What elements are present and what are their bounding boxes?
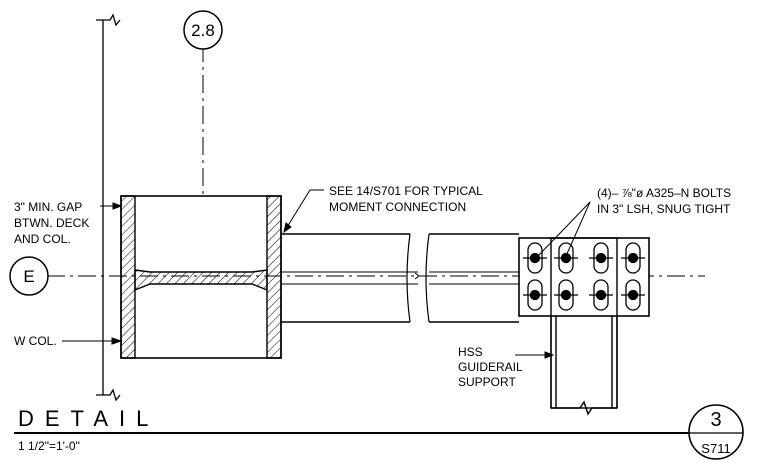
svg-text:3" MIN. GAP: 3" MIN. GAP (14, 200, 82, 214)
bolt-slot (589, 279, 613, 311)
svg-text:AND COL.: AND COL. (14, 232, 71, 246)
bolt-slot (621, 279, 645, 311)
w-column-section (120, 195, 282, 359)
bolt-slot (523, 279, 547, 311)
moment-connection-note: SEE 14/S701 FOR TYPICAL MOMENT CONNECTIO… (329, 184, 483, 214)
svg-text:MOMENT CONNECTION: MOMENT CONNECTION (329, 200, 466, 214)
bolt-slot (589, 242, 613, 274)
bolt-slot (621, 242, 645, 274)
svg-text:HSS: HSS (458, 345, 483, 359)
beam (281, 233, 519, 323)
bolt-group (523, 242, 645, 311)
svg-text:IN 3" LSH, SNUG TIGHT: IN 3" LSH, SNUG TIGHT (597, 202, 731, 216)
bolt-slot (554, 242, 578, 274)
detail-callout-bubble (688, 404, 744, 460)
grid-bubble-2-8 (183, 10, 223, 50)
w-column-label: W COL. (14, 334, 57, 348)
detail-scale: 1 1/2"=1'-0" (18, 439, 80, 453)
hss-guiderail-support (550, 316, 618, 416)
svg-text:(4)– ⅞"ø A325–N BOLTS: (4)– ⅞"ø A325–N BOLTS (597, 186, 731, 200)
svg-text:SUPPORT: SUPPORT (458, 375, 516, 389)
grid-bubble-e-label: E (23, 267, 34, 286)
grid-bubble-e (9, 256, 49, 296)
grid-bubble-2-8-label: 2.8 (191, 21, 215, 40)
bolt-slot (554, 279, 578, 311)
svg-text:SEE 14/S701 FOR TYPICAL: SEE 14/S701 FOR TYPICAL (329, 184, 483, 198)
leader-lines (62, 189, 591, 359)
title-block: DETAIL 1 1/2"=1'-0" 3 S711 (14, 404, 744, 460)
hss-note: HSS GUIDERAIL SUPPORT (458, 345, 523, 389)
svg-text:BTWN. DECK: BTWN. DECK (14, 216, 89, 230)
detail-sheet: S711 (701, 441, 730, 456)
svg-text:GUIDERAIL: GUIDERAIL (458, 360, 523, 374)
grid-line-2-8: 2.8 (183, 10, 223, 195)
detail-number: 3 (710, 409, 721, 431)
bolt-note: (4)– ⅞"ø A325–N BOLTS IN 3" LSH, SNUG TI… (597, 186, 731, 216)
left-extent-line (96, 13, 121, 402)
gap-note: 3" MIN. GAP BTWN. DECK AND COL. (14, 200, 89, 246)
detail-title: DETAIL (18, 406, 159, 431)
bolt-slot (523, 242, 547, 274)
